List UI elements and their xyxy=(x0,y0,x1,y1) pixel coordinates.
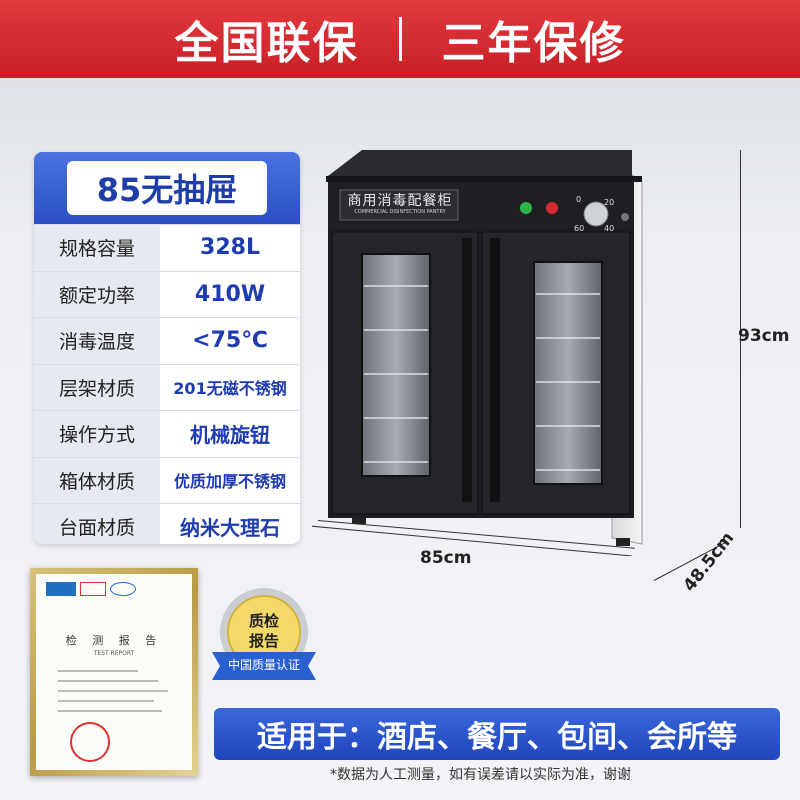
spec-key: 操作方式 xyxy=(34,411,160,457)
spec-row: 操作方式 机械旋钮 xyxy=(34,410,300,457)
knob-mark-60: 60 xyxy=(574,224,585,233)
knob-mark-0: 0 xyxy=(576,195,582,204)
spec-key: 消毒温度 xyxy=(34,318,160,364)
cert-title: 检 测 报 告 xyxy=(65,634,163,647)
spec-value: <75℃ xyxy=(192,328,268,354)
spec-value: 机械旋钮 xyxy=(190,423,270,448)
spec-value: 201无磁不锈钢 xyxy=(173,379,287,399)
quality-badge-icon xyxy=(212,588,316,680)
width-label: 85cm xyxy=(420,548,472,568)
badge-ribbon-text: 中国质量认证 xyxy=(227,658,300,672)
badge-line2: 报告 xyxy=(248,632,279,650)
knob-mark-20: 20 xyxy=(604,198,615,207)
spec-value: 优质加厚不锈钢 xyxy=(173,472,286,492)
cabinet-image xyxy=(312,150,643,556)
cert-logos xyxy=(46,582,136,596)
spec-key: 箱体材质 xyxy=(34,457,160,503)
spec-table: 85无抽屉 规格容量 328L 额定功率 410W 消毒温度 <75℃ 层架材质… xyxy=(34,152,300,544)
cnas-logo-icon xyxy=(110,582,136,596)
top-banner: 全国联保 三年保修 xyxy=(0,0,800,78)
spec-row: 规格容量 328L xyxy=(34,224,300,271)
cma-logo-icon xyxy=(80,582,106,596)
cert-text-line xyxy=(58,710,162,712)
height-label: 93cm xyxy=(738,326,790,346)
banner-right-text: 三年保修 xyxy=(441,18,626,69)
spec-row: 台面材质 纳米大理石 xyxy=(34,503,300,544)
usage-headline: 适用于：酒店、餐厅、包间、会所等 xyxy=(257,720,737,755)
banner-left-text: 全国联保 xyxy=(174,18,359,69)
spec-row: 消毒温度 <75℃ xyxy=(34,317,300,364)
banner-separator xyxy=(398,17,402,61)
usage-banner: 适用于：酒店、餐厅、包间、会所等 xyxy=(214,708,780,760)
spec-row: 额定功率 410W xyxy=(34,270,300,317)
spec-key: 台面材质 xyxy=(34,504,160,544)
cert-text-line xyxy=(58,690,168,692)
cabinet-label-en: COMMERCIAL DISINFECTION PANTRY xyxy=(354,209,446,215)
spec-key: 层架材质 xyxy=(34,364,160,410)
spec-value: 328L xyxy=(200,235,260,261)
spec-value: 纳米大理石 xyxy=(180,516,280,541)
red-seal-icon xyxy=(70,722,110,762)
spec-header: 85无抽屉 xyxy=(34,152,300,224)
spec-model-title: 85无抽屉 xyxy=(67,161,267,215)
spec-value: 410W xyxy=(194,281,266,307)
cert-logo-icon xyxy=(46,582,76,596)
disclaimer-note: *数据为人工测量，如有误差请以实际为准，谢谢 xyxy=(330,767,631,783)
height-dimension-line xyxy=(740,150,741,528)
spec-row: 箱体材质 优质加厚不锈钢 xyxy=(34,456,300,503)
test-certificate: 检 测 报 告 TEST REPORT xyxy=(30,568,198,776)
knob-mark-40: 40 xyxy=(604,224,615,233)
spec-row: 层架材质 201无磁不锈钢 xyxy=(34,363,300,410)
cert-text-line xyxy=(58,670,138,672)
cabinet-label-cn: 商用消毒配餐柜 xyxy=(347,193,453,209)
cert-text-line xyxy=(58,680,158,682)
cert-text-line xyxy=(58,700,154,702)
badge-line1: 质检 xyxy=(248,612,279,630)
spec-key: 规格容量 xyxy=(34,225,160,271)
spec-key: 额定功率 xyxy=(34,271,160,317)
cert-subtitle: TEST REPORT xyxy=(93,650,135,657)
